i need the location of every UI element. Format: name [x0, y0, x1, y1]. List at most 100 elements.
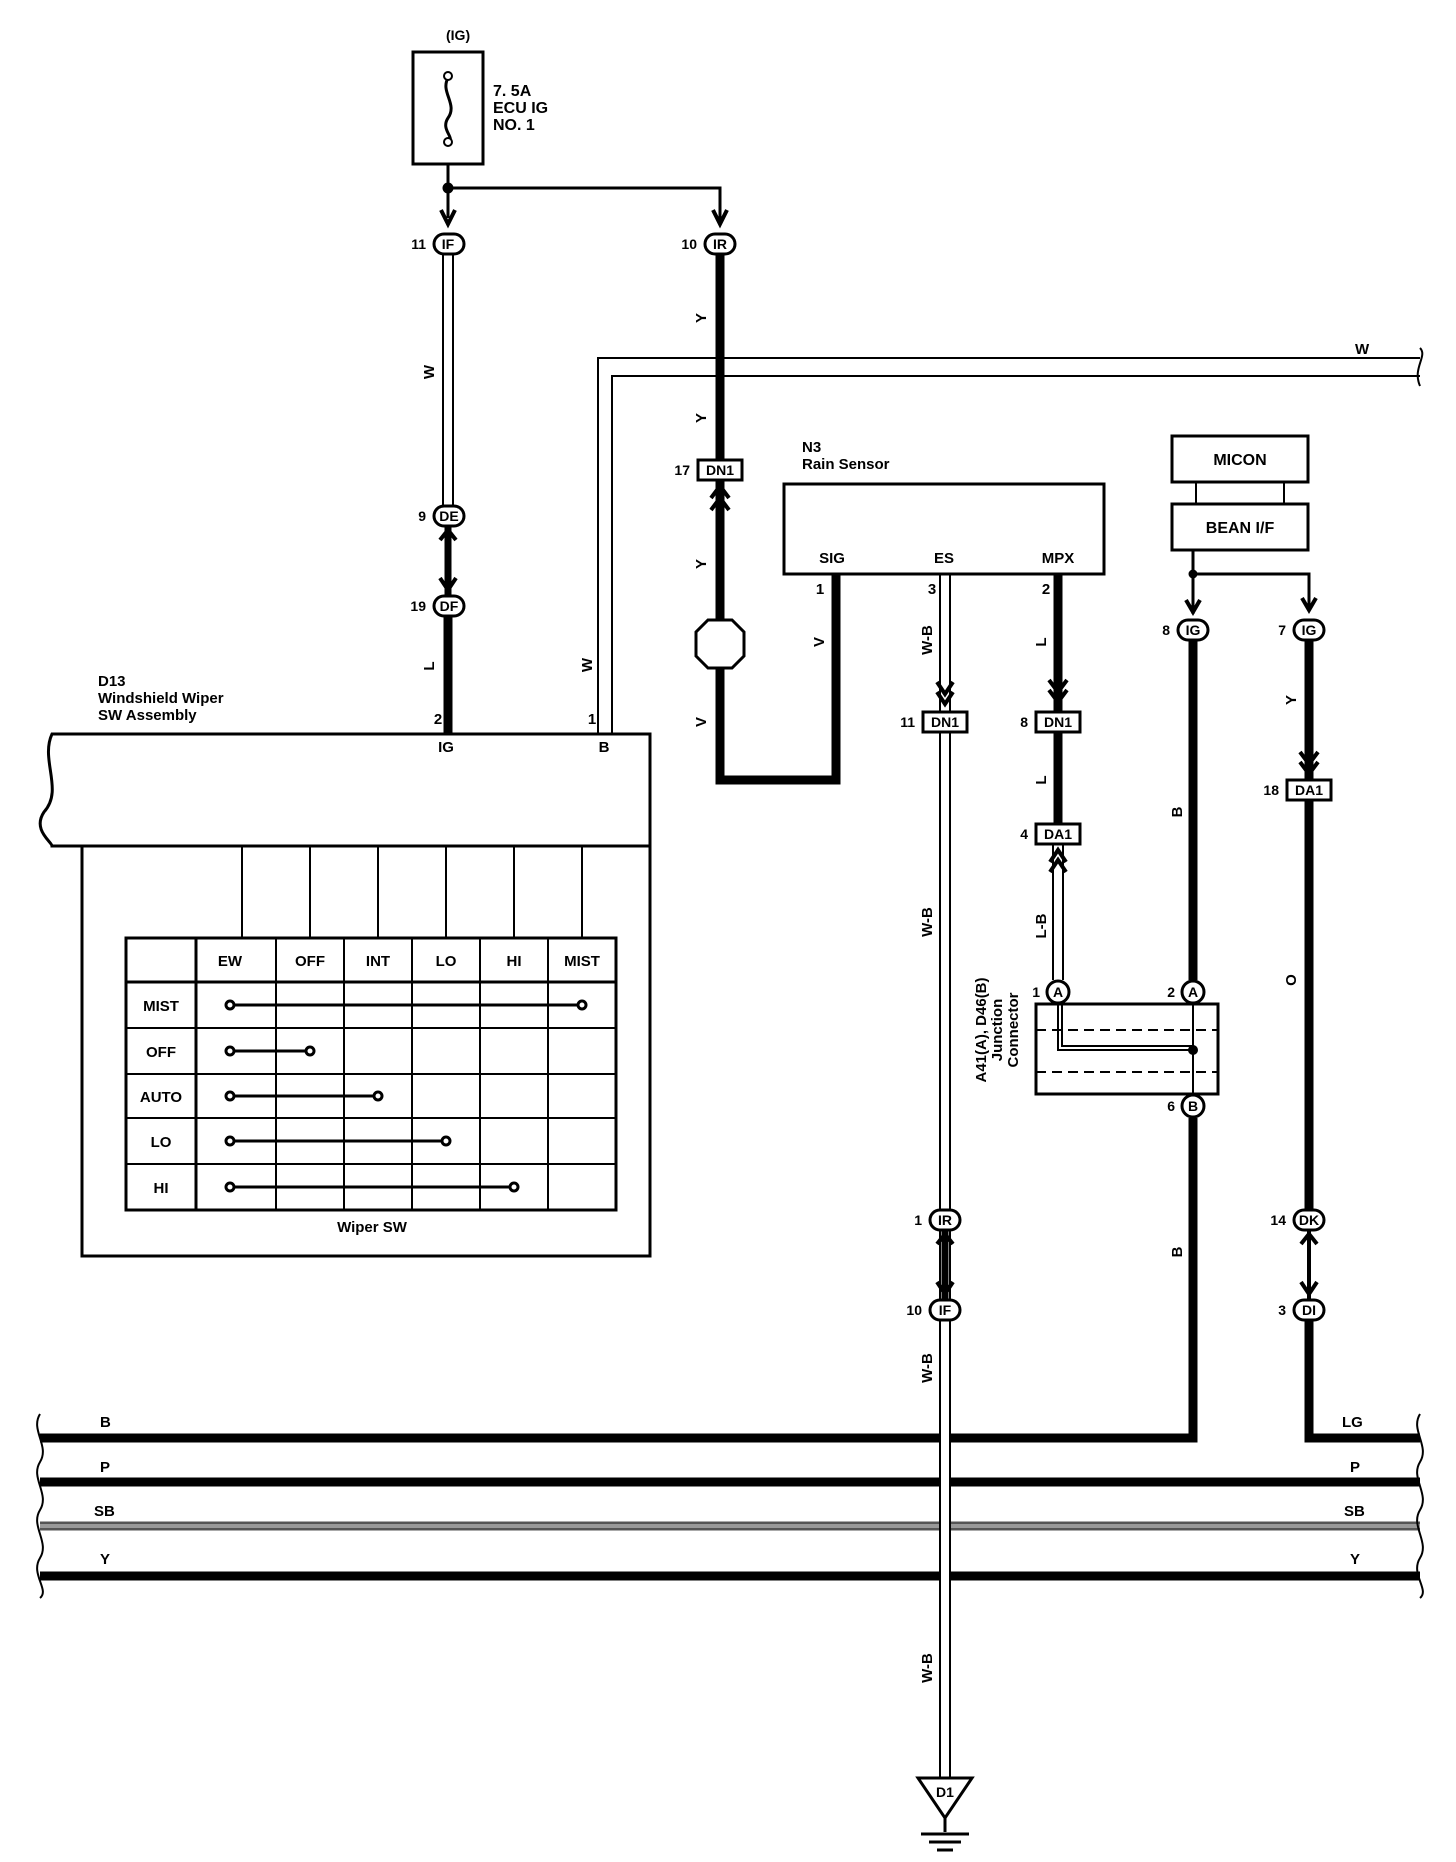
connector-pin: 11 — [411, 236, 426, 252]
wire-color-label: Y — [693, 413, 710, 423]
connector-code: DF — [440, 598, 459, 614]
row-header: MIST — [143, 998, 179, 1015]
connector-if-10: IF 10 — [906, 1298, 962, 1322]
table-caption: Wiper SW — [337, 1219, 408, 1236]
bus-line-p: P P — [40, 1459, 1420, 1487]
wire-color-label: W — [421, 364, 438, 379]
connector-code: DA1 — [1044, 826, 1072, 842]
fuse-ecu-ig-no1: (IG) 7. 5A ECU IG NO. 1 — [411, 27, 548, 166]
connector-pin: 10 — [681, 236, 697, 252]
ground-ref: D1 — [936, 1784, 954, 1800]
wire-color-label: B — [1169, 806, 1186, 817]
pin-name: ES — [934, 550, 954, 567]
column-header: EW — [218, 953, 243, 970]
wire-color-label: L — [421, 661, 438, 670]
wire-color-label: W-B — [919, 907, 936, 937]
connector-code: DK — [1299, 1212, 1319, 1228]
wire-w-fuse-to-de — [442, 254, 454, 506]
pin-number: 3 — [928, 581, 936, 598]
connector-code: DI — [1302, 1302, 1316, 1318]
fuse-name-line1: ECU IG — [493, 100, 548, 117]
component-name: Rain Sensor — [802, 456, 890, 473]
column-header: HI — [507, 953, 522, 970]
wire-color-label: V — [811, 637, 828, 647]
bus-label: P — [100, 1459, 110, 1476]
wire-color-label: W-B — [919, 1353, 936, 1383]
micon-block: MICON — [1170, 434, 1310, 484]
connector-da1-4: DA1 4 — [1020, 822, 1082, 846]
pin-name: A — [1188, 984, 1198, 1000]
pin-name: IG — [438, 739, 454, 756]
connector-ig-7: IG 7 — [1278, 618, 1326, 642]
wire-color-label: L-B — [1033, 913, 1050, 938]
connector-code: DN1 — [1044, 714, 1072, 730]
connector-pin: 8 — [1020, 714, 1028, 730]
pin-name: B — [599, 739, 610, 756]
pin-name: B — [1188, 1098, 1198, 1114]
bus-label: LG — [1342, 1414, 1363, 1431]
bus-label: SB — [1344, 1503, 1365, 1520]
bus-label: SB — [94, 1503, 115, 1520]
column-header: MIST — [564, 953, 600, 970]
connector-pin: 11 — [900, 714, 915, 730]
connector-dn1-8: DN1 8 — [1020, 710, 1082, 734]
connector-code: DE — [439, 508, 458, 524]
bean-if-outputs — [1184, 550, 1318, 616]
connector-dk-14: DK 14 — [1270, 1208, 1326, 1232]
column-header: INT — [366, 953, 390, 970]
fuse-output-wires — [442, 164, 722, 220]
bus-line-y: Y Y — [40, 1551, 1420, 1581]
wire-v-to-sig — [715, 574, 841, 785]
wiper-switch-columns: EW OFF INT LO HI MIST — [218, 953, 600, 970]
component-ref: D13 — [98, 673, 126, 690]
wiper-switch-continuity — [224, 999, 588, 1193]
connector-pin: 10 — [906, 1302, 922, 1318]
wire-color-label: V — [693, 717, 710, 727]
bus-line-sb: SB SB — [40, 1503, 1420, 1531]
component-name-line1: Windshield Wiper — [98, 690, 224, 707]
junction-connector: A41(A), D46(B) Junction Connector A 1 A … — [973, 977, 1220, 1119]
connector-pin: 4 — [1020, 826, 1028, 842]
connector-code: IR — [713, 236, 727, 252]
wire-color-label: B — [1169, 1246, 1186, 1257]
connector-df-19: DF 19 — [410, 594, 466, 618]
connector-da1-18: DA1 18 — [1263, 778, 1333, 802]
wiper-switch-table — [124, 936, 618, 1212]
wire-color-label: Y — [693, 313, 710, 323]
column-header: OFF — [295, 953, 325, 970]
connector-dn1-11: DN1 11 — [900, 710, 969, 734]
connector-code: DA1 — [1295, 782, 1323, 798]
column-header: LO — [436, 953, 457, 970]
bus-break-marks — [36, 1413, 1424, 1599]
pin-name: SIG — [819, 550, 845, 567]
connector-dn1-17: DN1 17 — [674, 458, 744, 482]
de-df-link — [438, 526, 458, 596]
connector-pin: 9 — [418, 508, 426, 524]
ground-icon — [915, 1776, 975, 1821]
pin-number: 6 — [1167, 1098, 1175, 1114]
wire-color-label: W — [579, 657, 596, 672]
connector-code: IG — [1186, 622, 1201, 638]
connector-pin: 17 — [674, 462, 690, 478]
connector-di-3: DI 3 — [1278, 1298, 1326, 1322]
bean-if-block: BEAN I/F — [1170, 502, 1310, 552]
row-header: LO — [151, 1134, 172, 1151]
pin-number: 2 — [1042, 581, 1050, 598]
connector-pin: 7 — [1278, 622, 1286, 638]
bus-line-b: B LG — [100, 1414, 1363, 1431]
connector-code: IR — [938, 1212, 952, 1228]
wire-color-label: W-B — [919, 1653, 936, 1683]
wire-color-label: Y — [693, 559, 710, 569]
connector-pin: 18 — [1263, 782, 1279, 798]
bus-lines: B LG P P SB SB Y Y — [36, 1413, 1424, 1599]
wiper-switch-assembly: D13 Windshield Wiper SW Assembly 2 IG 1 … — [38, 673, 652, 1258]
connector-ig-8: IG 8 — [1162, 618, 1210, 642]
micon-label: MICON — [1213, 452, 1266, 469]
ground-d1: D1 — [915, 1776, 975, 1852]
component-ref: A41(A), D46(B) — [973, 977, 990, 1082]
component-name-line1: Junction — [989, 999, 1006, 1062]
component-name-line2: Connector — [1005, 992, 1022, 1067]
fuse-name-line2: NO. 1 — [493, 117, 535, 134]
connector-code: DN1 — [706, 462, 734, 478]
